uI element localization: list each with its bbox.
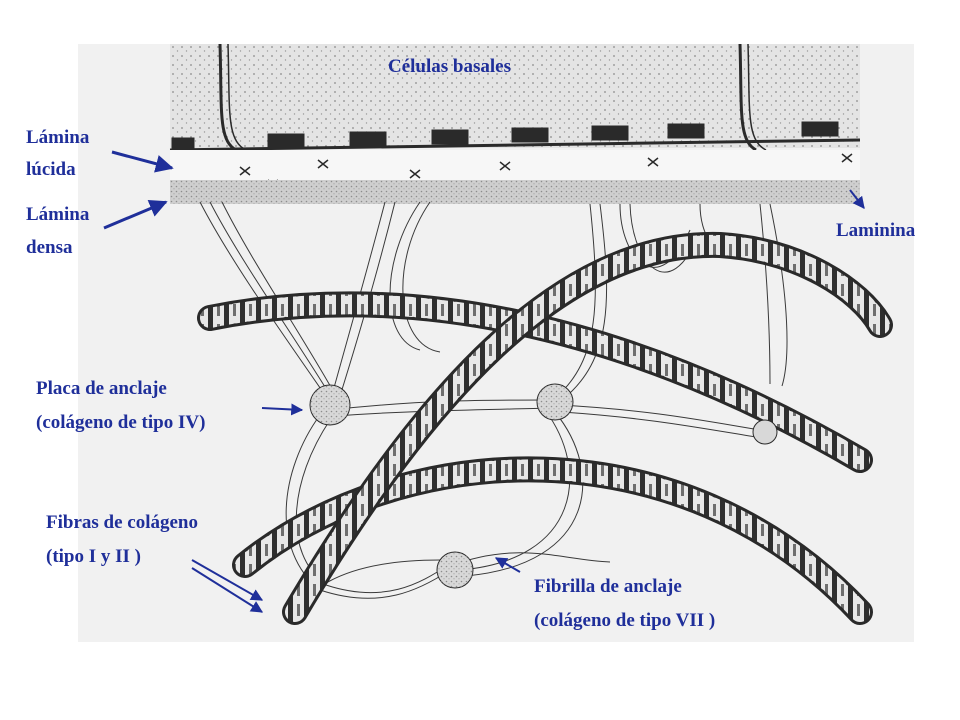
label-celulas-basales: Células basales — [388, 56, 511, 77]
anchoring-plaques — [309, 383, 778, 589]
label-laminina: Laminina — [836, 220, 916, 241]
label-fibras-line-1: Fibras de colágeno — [46, 512, 198, 533]
labels: Células basales Lámina lúcida Lámina den… — [26, 56, 916, 631]
label-arrows — [103, 150, 865, 613]
hemidesmosomes — [171, 121, 839, 149]
label-placa-line-2: (colágeno de tipo IV) — [36, 412, 205, 433]
label-fibrilla-line-1: Fibrilla de anclaje — [534, 576, 682, 597]
label-placa-line-1: Placa de anclaje — [36, 378, 167, 399]
label-lamina-lucida-line-1: Lámina — [26, 127, 90, 148]
collagen-fibers — [197, 231, 893, 625]
label-lamina-densa-line-1: Lámina — [26, 204, 90, 225]
label-fibras-line-2: (tipo I y II ) — [46, 546, 141, 567]
label-lamina-lucida-line-2: lúcida — [26, 159, 76, 180]
label-fibrilla-line-2: (colágeno de tipo VII ) — [534, 610, 715, 631]
label-lamina-densa-line-2: densa — [26, 237, 73, 258]
lamina-densa — [170, 180, 860, 204]
lamina-lucida — [170, 150, 860, 189]
basal-cells — [169, 43, 861, 152]
